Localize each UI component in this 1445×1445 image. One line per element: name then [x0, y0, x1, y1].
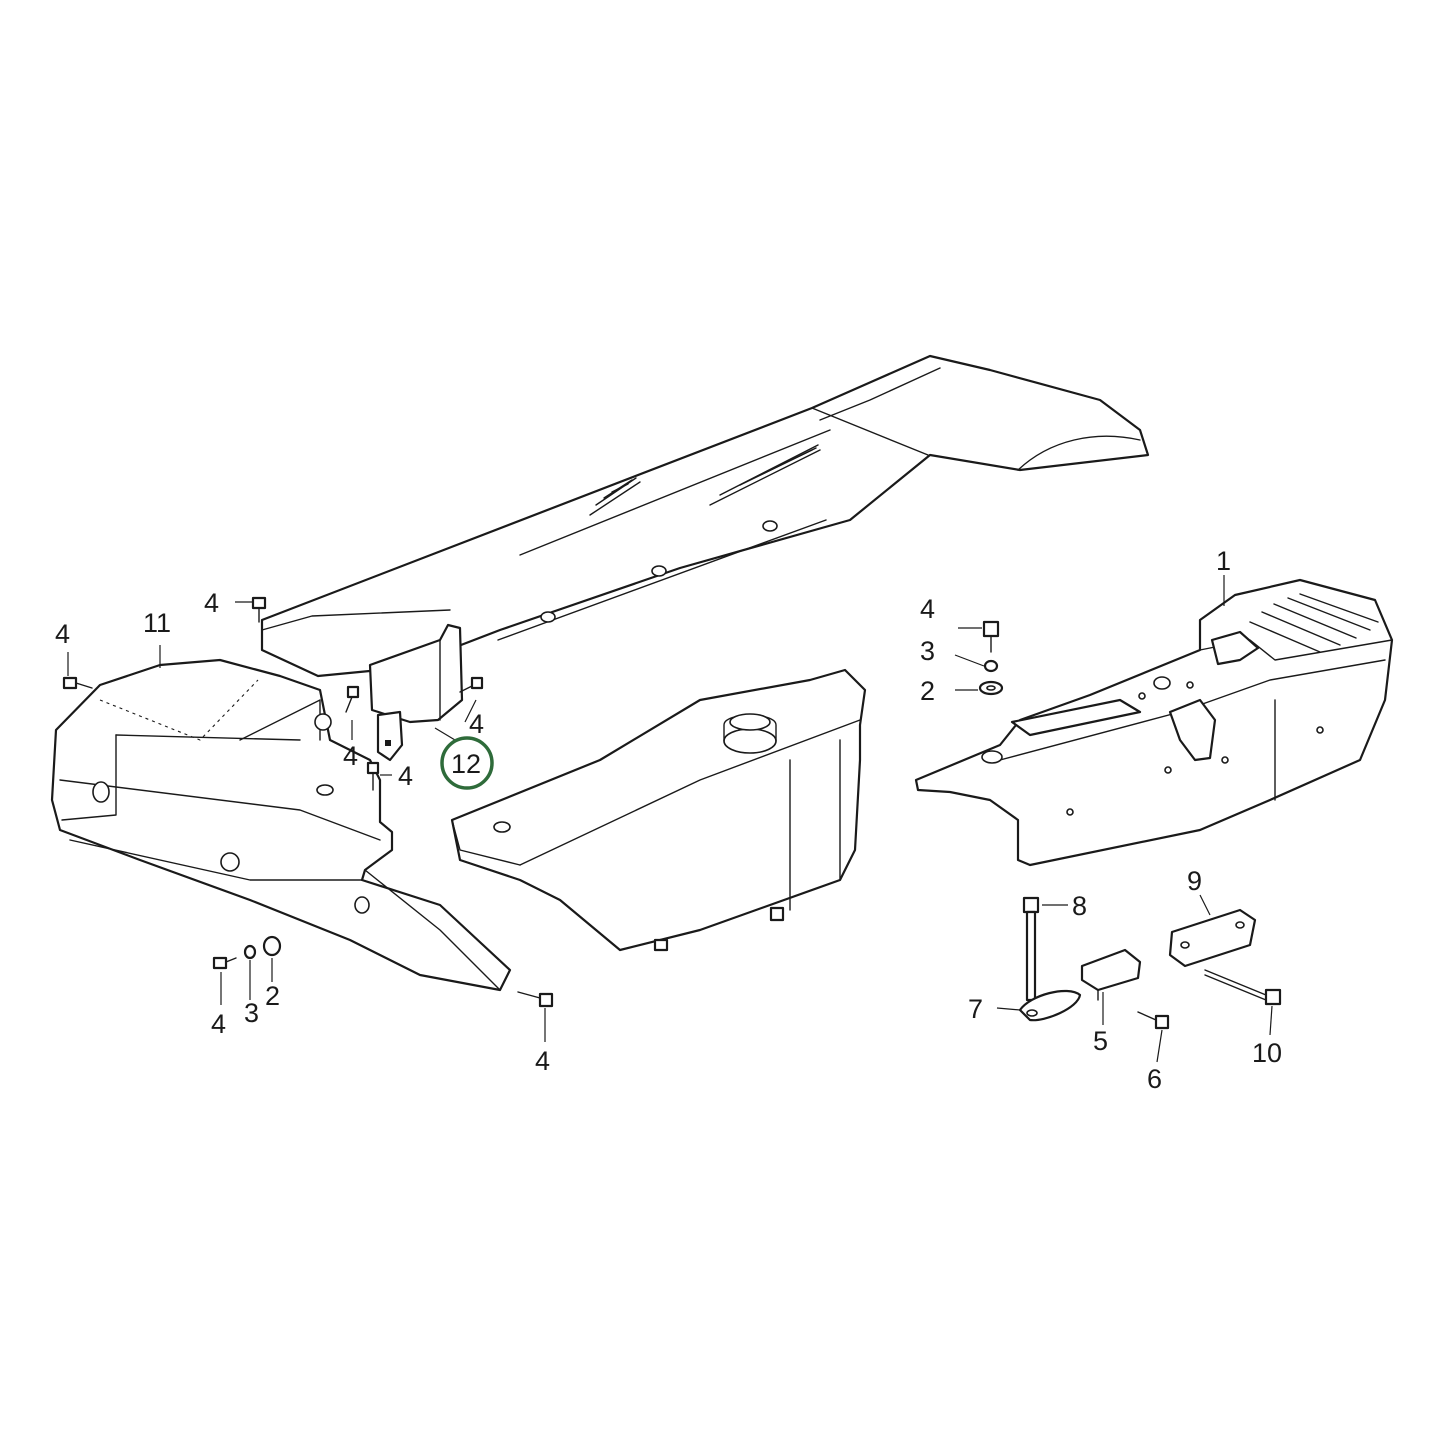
long-bolt-10	[1204, 969, 1282, 1006]
callout-5: 5	[1093, 1026, 1108, 1056]
vent-grille-right	[1249, 593, 1379, 653]
bolt-left-bottom	[212, 956, 237, 970]
bracket-part-12	[368, 623, 464, 762]
bracket-5	[1080, 948, 1142, 1001]
vent-slots-right	[709, 444, 821, 506]
callout-labels: 4 4 11 4 4 4 12 4 3 2 4 4 3 2 1 8 9 7 5 …	[55, 546, 1282, 1094]
washer-right-2	[978, 680, 1004, 696]
callout-2-right: 2	[920, 676, 935, 706]
bracket-9	[1168, 908, 1257, 968]
left-side-cover	[50, 658, 512, 992]
callout-8: 8	[1072, 891, 1087, 921]
bolt-bracket-right	[459, 676, 484, 693]
callout-4-left-lower: 4	[398, 761, 413, 791]
right-side-cover	[914, 578, 1394, 867]
washer-right-3	[983, 659, 999, 673]
callout-4-bracket-right: 4	[469, 709, 484, 739]
upper-cover-panel	[260, 354, 1150, 678]
callout-9: 9	[1187, 866, 1202, 896]
callout-1: 1	[1216, 546, 1231, 576]
callout-4-left-top: 4	[204, 588, 219, 618]
fuel-tank	[450, 668, 867, 952]
callout-3-right: 3	[920, 636, 935, 666]
long-bolt-8	[1022, 896, 1040, 1002]
bolt-bottom-right	[517, 991, 554, 1008]
washer-left-3	[243, 944, 257, 960]
callout-10: 10	[1252, 1038, 1282, 1068]
callout-12-highlight-ring	[440, 736, 494, 790]
callout-2-left: 2	[265, 981, 280, 1011]
bolt-bracket-left	[345, 685, 360, 713]
plate-7	[1018, 990, 1082, 1022]
callout-4-bracket-left: 4	[343, 741, 358, 771]
callout-12: 12	[451, 749, 481, 779]
vent-slots-left	[589, 477, 641, 516]
callout-7: 7	[968, 994, 983, 1024]
callout-4-bottom: 4	[535, 1046, 550, 1076]
bolt-right-4	[982, 620, 1000, 653]
bolt-left-edge	[62, 676, 93, 690]
callout-3-left: 3	[244, 998, 259, 1028]
callout-4-left-bottom: 4	[211, 1009, 226, 1039]
callout-6: 6	[1147, 1064, 1162, 1094]
callout-4-right: 4	[920, 594, 935, 624]
callout-4-left-edge: 4	[55, 619, 70, 649]
bolt-left-top	[251, 596, 267, 623]
bolt-left-lower	[366, 761, 380, 791]
leader-lines	[67, 575, 1273, 1063]
grommet-left-2	[262, 935, 282, 957]
bolt-6	[1137, 1011, 1170, 1030]
callout-11: 11	[143, 608, 171, 638]
